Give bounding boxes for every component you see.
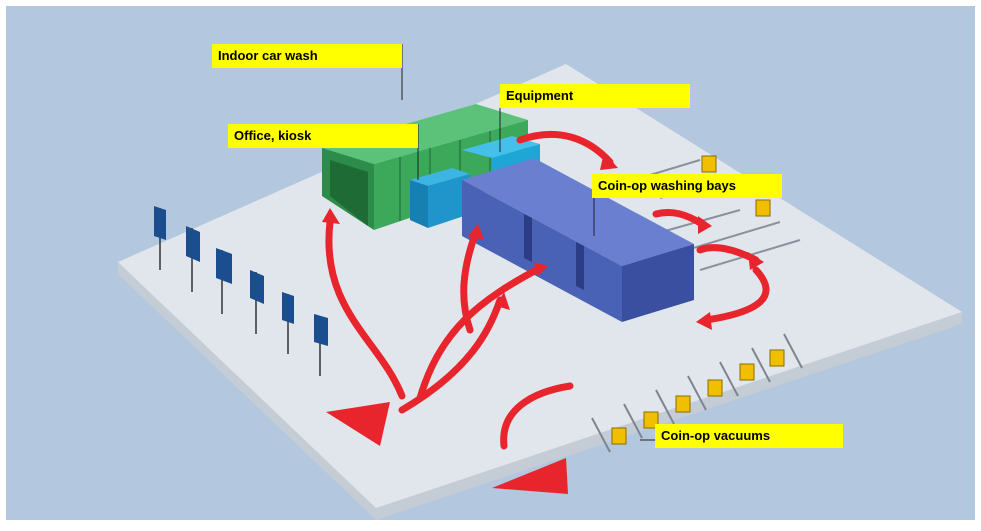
label-coin-op-washing-bays: Coin-op washing bays	[592, 174, 782, 198]
office-kiosk-building	[410, 168, 470, 228]
arrow-heads	[322, 152, 764, 494]
leader-lines	[401, 44, 655, 441]
washing-bays-building	[462, 158, 694, 322]
flag-signs	[154, 206, 328, 376]
label-coin-op-vacuums: Coin-op vacuums	[655, 424, 843, 448]
label-office-kiosk: Office, kiosk	[228, 124, 418, 148]
label-indoor-car-wash: Indoor car wash	[212, 44, 402, 68]
label-equipment: Equipment	[500, 84, 690, 108]
vacuum-units	[611, 155, 785, 445]
vacuum-stall-lines	[591, 333, 803, 453]
